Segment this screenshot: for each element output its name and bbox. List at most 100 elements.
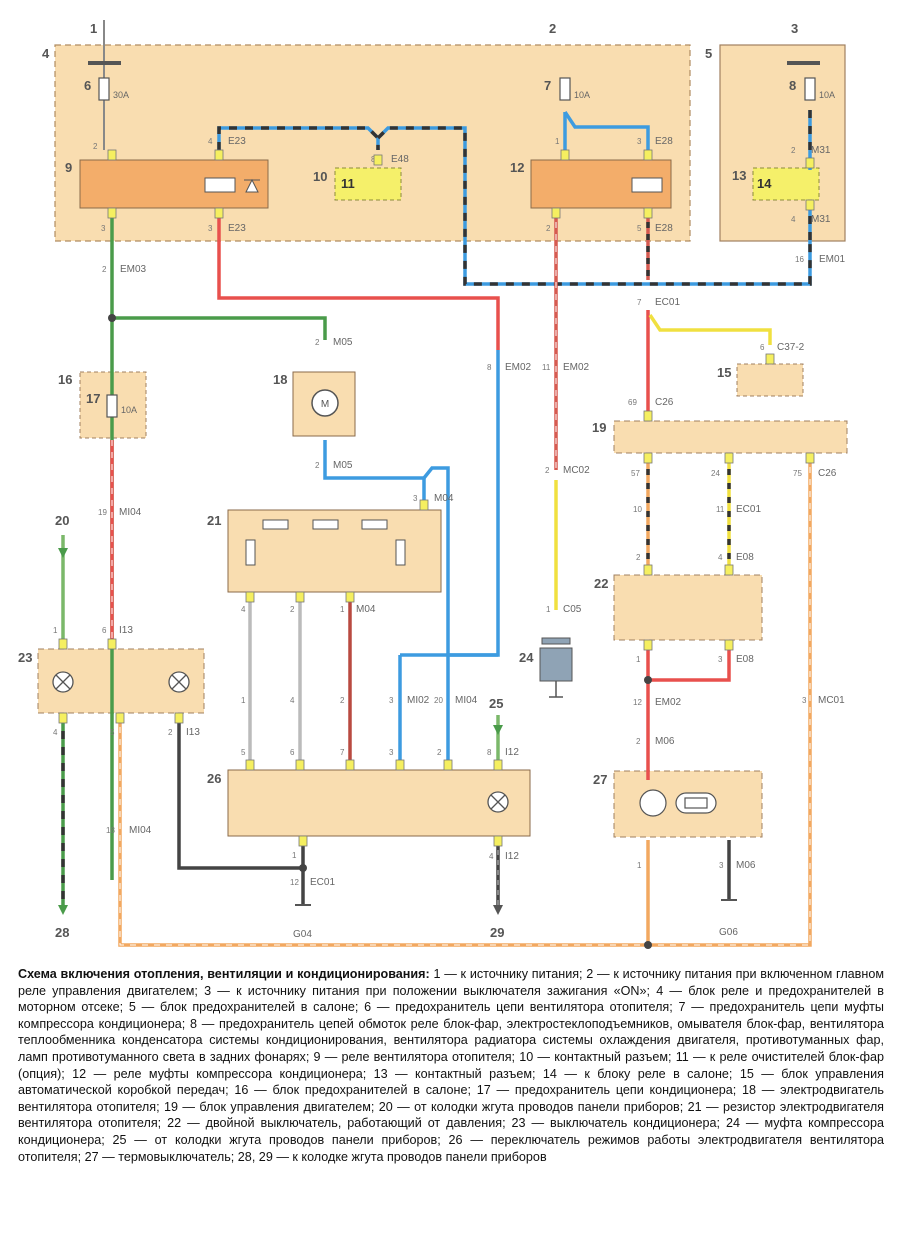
diode-icon (244, 178, 260, 193)
svg-text:18: 18 (106, 826, 115, 835)
svg-text:M05: M05 (333, 337, 353, 348)
svg-text:M04: M04 (434, 493, 454, 504)
svg-text:G04: G04 (293, 929, 312, 940)
svg-text:8: 8 (487, 363, 492, 372)
svg-text:11: 11 (716, 505, 725, 514)
svg-text:12: 12 (290, 878, 299, 887)
thermo-switch-icon (639, 789, 717, 817)
svg-text:3: 3 (208, 224, 213, 233)
engine-fuse-relay-box (54, 44, 691, 242)
connector-pins (58, 149, 815, 847)
svg-text:1: 1 (546, 605, 551, 614)
svg-text:1: 1 (53, 626, 58, 635)
fuse-6 (98, 77, 110, 101)
svg-text:4: 4 (53, 728, 58, 737)
svg-text:3: 3 (389, 748, 394, 757)
svg-text:2: 2 (315, 461, 320, 470)
svg-text:M06: M06 (736, 860, 756, 871)
svg-text:3: 3 (413, 494, 418, 503)
svg-text:1: 1 (555, 137, 560, 146)
svg-text:16: 16 (58, 372, 72, 387)
svg-text:2: 2 (168, 728, 173, 737)
svg-text:69: 69 (628, 398, 637, 407)
svg-text:2: 2 (636, 737, 641, 746)
svg-text:12: 12 (510, 160, 524, 175)
svg-text:29: 29 (490, 925, 504, 940)
svg-text:2: 2 (437, 748, 442, 757)
svg-text:2: 2 (549, 21, 556, 36)
svg-text:15: 15 (717, 365, 731, 380)
blower-switch-26-block (227, 769, 531, 837)
svg-text:EM02: EM02 (563, 362, 590, 373)
motor-symbol: M (321, 399, 329, 410)
svg-text:3: 3 (719, 861, 724, 870)
svg-text:C26: C26 (655, 397, 674, 408)
resistor-network-icon (245, 519, 406, 566)
svg-text:10A: 10A (819, 90, 835, 100)
svg-text:17: 17 (86, 391, 100, 406)
svg-text:1: 1 (636, 655, 641, 664)
fuse-ratings: 30A 10A 10A 10A (113, 90, 835, 415)
svg-text:7: 7 (637, 298, 642, 307)
svg-text:28: 28 (55, 925, 69, 940)
interior-fuse-box-5 (719, 44, 846, 242)
svg-text:8: 8 (789, 78, 796, 93)
svg-text:EC01: EC01 (310, 877, 335, 888)
svg-text:2: 2 (545, 466, 550, 475)
svg-text:E23: E23 (228, 223, 246, 234)
svg-text:21: 21 (207, 513, 221, 528)
lamp-icons (52, 671, 509, 813)
svg-text:10A: 10A (121, 405, 137, 415)
svg-text:4: 4 (290, 696, 295, 705)
pin-numbers: 2 4 3 3 8 1 3 2 5 2 4 16 2 2 2 3 8 11 2 … (53, 137, 807, 887)
svg-text:EM02: EM02 (655, 697, 682, 708)
svg-text:MI02: MI02 (407, 695, 430, 706)
svg-text:3: 3 (101, 224, 106, 233)
svg-text:8: 8 (371, 155, 376, 164)
svg-text:MI04: MI04 (129, 825, 152, 836)
svg-text:30A: 30A (113, 90, 129, 100)
fuses (98, 77, 816, 418)
svg-text:10A: 10A (574, 90, 590, 100)
svg-text:26: 26 (207, 771, 221, 786)
svg-text:5: 5 (241, 748, 246, 757)
svg-text:I13: I13 (119, 625, 133, 636)
motor-icon (311, 389, 339, 417)
svg-text:2: 2 (791, 146, 796, 155)
svg-text:13: 13 (732, 168, 746, 183)
diagram-caption: Схема включения отопления, вентиляции и … (18, 966, 884, 1165)
connector-13-block (752, 167, 820, 201)
svg-text:12: 12 (633, 698, 642, 707)
ecm-19-block (613, 420, 848, 454)
svg-text:I12: I12 (505, 851, 519, 862)
svg-text:14: 14 (757, 176, 772, 191)
connector-labels: E23 E23 E48 E28 E28 M31 M31 EM01 EM03 M0… (119, 136, 846, 940)
svg-text:5: 5 (637, 224, 642, 233)
svg-text:EM01: EM01 (819, 254, 846, 265)
svg-text:7: 7 (544, 78, 551, 93)
svg-text:18: 18 (273, 372, 287, 387)
svg-text:1: 1 (637, 861, 642, 870)
relay-12-coil (631, 177, 663, 193)
svg-text:2: 2 (102, 265, 107, 274)
wiring-diagram: M 1 2 3 4 5 6 7 8 9 10 11 12 (18, 20, 848, 949)
svg-text:6: 6 (760, 343, 765, 352)
svg-text:3: 3 (791, 21, 798, 36)
svg-text:M05: M05 (333, 460, 353, 471)
svg-text:20: 20 (55, 513, 69, 528)
junctions (108, 314, 652, 949)
svg-text:7: 7 (340, 748, 345, 757)
svg-text:4: 4 (42, 46, 50, 61)
svg-text:22: 22 (594, 576, 608, 591)
svg-text:6: 6 (290, 748, 295, 757)
svg-text:2: 2 (290, 605, 295, 614)
connector-10-block (334, 167, 402, 201)
svg-text:11: 11 (341, 176, 355, 191)
svg-text:I13: I13 (186, 727, 200, 738)
ground-icons (295, 899, 737, 906)
svg-text:C05: C05 (563, 604, 582, 615)
svg-text:E48: E48 (391, 154, 409, 165)
svg-text:75: 75 (793, 469, 802, 478)
svg-text:5: 5 (110, 728, 115, 737)
svg-text:EM02: EM02 (505, 362, 532, 373)
